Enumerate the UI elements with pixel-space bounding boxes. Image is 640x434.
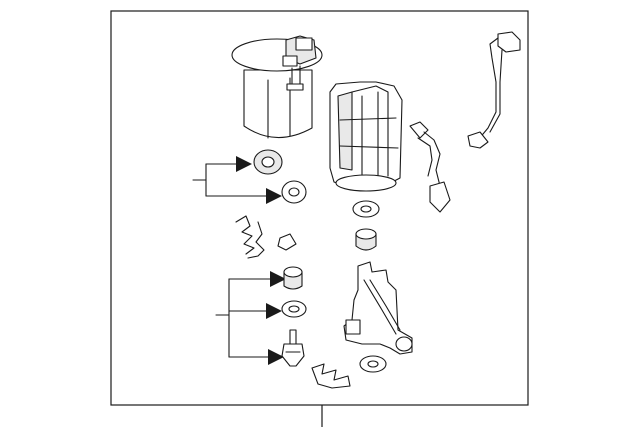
- pressure-regulator-bracket: [343, 261, 413, 355]
- fuel-pump-module-top: [231, 35, 323, 139]
- bracket-gasket: [359, 355, 387, 373]
- seal-washer: [281, 180, 307, 204]
- lower-callout-bracket: [215, 271, 286, 365]
- retaining-clip: [235, 215, 265, 259]
- sender-connector: [409, 121, 451, 213]
- regulator-washer: [281, 300, 307, 318]
- small-cap: [277, 233, 297, 251]
- o-ring: [352, 200, 380, 218]
- filter-cap: [355, 228, 377, 251]
- diagram-frame: [110, 10, 529, 406]
- wire-harness: [467, 31, 521, 149]
- pump-grommet: [253, 149, 283, 175]
- pump-housing: [329, 81, 403, 192]
- lower-cap: [283, 266, 303, 290]
- lock-clip: [311, 363, 351, 389]
- regulator-valve: [281, 329, 305, 367]
- upper-callout-bracket: [192, 156, 282, 204]
